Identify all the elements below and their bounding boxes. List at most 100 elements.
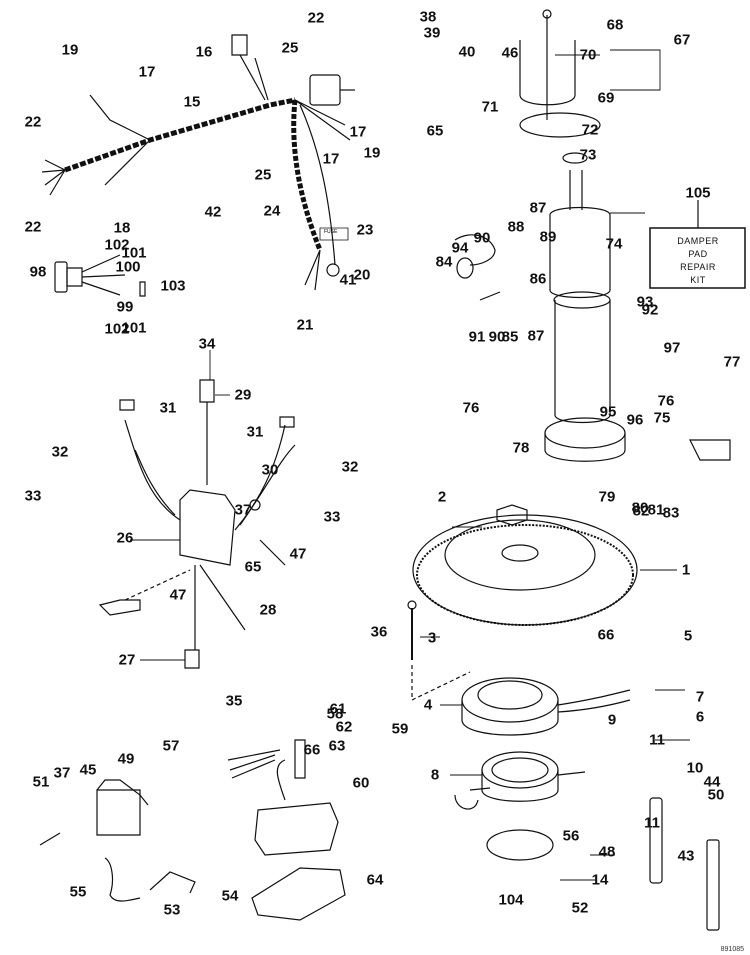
callout-32: 32 [51, 443, 69, 461]
callout-28: 28 [259, 601, 277, 619]
callout-59: 59 [391, 720, 409, 738]
spark-plug-boots [105, 858, 195, 901]
kit-line: PAD [688, 249, 708, 260]
callout-92: 92 [641, 301, 659, 319]
callout-97: 97 [663, 339, 681, 357]
callout-22: 22 [24, 218, 42, 236]
callout-25: 25 [281, 39, 299, 57]
callout-99: 99 [116, 298, 134, 316]
callout-17: 17 [349, 123, 367, 141]
callout-85: 85 [501, 328, 519, 346]
callout-21: 21 [296, 316, 314, 334]
callout-49: 49 [117, 750, 135, 768]
callout-66: 66 [303, 741, 321, 759]
callout-95: 95 [599, 403, 617, 421]
callout-39: 39 [423, 24, 441, 42]
callout-104: 104 [498, 891, 524, 909]
wiring-harness [42, 35, 355, 290]
callout-43: 43 [677, 847, 695, 865]
callout-93: 93 [636, 293, 654, 311]
callout-31: 31 [159, 399, 177, 417]
callout-65: 65 [244, 558, 262, 576]
callout-52: 52 [571, 899, 589, 917]
callout-30: 30 [261, 461, 279, 479]
callout-19: 19 [363, 144, 381, 162]
callout-102: 102 [104, 320, 130, 338]
callout-77: 77 [723, 353, 741, 371]
callout-65: 65 [426, 122, 444, 140]
callout-17: 17 [138, 63, 156, 81]
callout-91: 91 [468, 328, 486, 346]
callout-82: 82 [632, 502, 650, 520]
callout-66: 66 [597, 626, 615, 644]
callout-57: 57 [162, 737, 180, 755]
callout-6: 6 [695, 708, 705, 726]
callout-105: 105 [685, 184, 711, 202]
callout-61: 61 [329, 700, 347, 718]
callout-87: 87 [529, 199, 547, 217]
callout-55: 55 [69, 883, 87, 901]
callout-72: 72 [581, 121, 599, 139]
callout-48: 48 [598, 843, 616, 861]
callout-25: 25 [254, 166, 272, 184]
callout-7: 7 [695, 688, 705, 706]
callout-24: 24 [263, 202, 281, 220]
callout-14: 14 [591, 871, 609, 889]
callout-11: 11 [649, 731, 665, 749]
callout-11: 11 [644, 814, 660, 832]
kit-box-label: DAMPER PAD REPAIR KIT [652, 235, 744, 287]
callout-33: 33 [24, 487, 42, 505]
callout-71: 71 [481, 98, 499, 116]
callout-22: 22 [24, 113, 42, 131]
callout-32: 32 [341, 458, 359, 476]
callout-76: 76 [462, 399, 480, 417]
callout-100: 100 [115, 258, 141, 276]
callout-101: 101 [121, 319, 147, 337]
callout-78: 78 [512, 439, 530, 457]
callout-69: 69 [597, 89, 615, 107]
callout-84: 84 [435, 253, 453, 271]
callout-36: 36 [370, 623, 388, 641]
callout-96: 96 [626, 411, 644, 429]
callout-90: 90 [473, 229, 491, 247]
callout-22: 22 [307, 9, 325, 27]
callout-2: 2 [437, 488, 447, 506]
callout-17: 17 [322, 150, 340, 168]
callout-1: 1 [681, 561, 691, 579]
callout-35: 35 [225, 692, 243, 710]
callout-5: 5 [683, 627, 693, 645]
callout-68: 68 [606, 16, 624, 34]
callout-47: 47 [169, 586, 187, 604]
callout-45: 45 [79, 761, 97, 779]
callout-60: 60 [352, 774, 370, 792]
callout-56: 56 [562, 827, 580, 845]
callout-20: 20 [353, 266, 371, 284]
callout-54: 54 [221, 887, 239, 905]
callout-83: 83 [662, 504, 680, 522]
callout-26: 26 [116, 529, 134, 547]
flywheel [413, 505, 637, 625]
callout-10: 10 [686, 759, 704, 777]
callout-50: 50 [707, 786, 725, 804]
callout-33: 33 [323, 508, 341, 526]
reference-code: 891085 [720, 946, 744, 953]
callout-8: 8 [430, 766, 440, 784]
callout-29: 29 [234, 386, 252, 404]
callout-86: 86 [529, 270, 547, 288]
callout-58: 58 [326, 705, 344, 723]
power-pack [100, 380, 295, 668]
callout-102: 102 [104, 236, 130, 254]
callout-42: 42 [204, 203, 222, 221]
callout-63: 63 [328, 737, 346, 755]
callout-79: 79 [598, 488, 616, 506]
callout-88: 88 [507, 218, 525, 236]
callout-16: 16 [195, 43, 213, 61]
callout-90: 90 [488, 328, 506, 346]
fuse-tag-label: FUSE [324, 229, 338, 235]
callout-76: 76 [657, 392, 675, 410]
callout-87: 87 [527, 327, 545, 345]
stator [408, 601, 630, 735]
leader-lines [130, 50, 690, 880]
timer-base [455, 752, 585, 860]
